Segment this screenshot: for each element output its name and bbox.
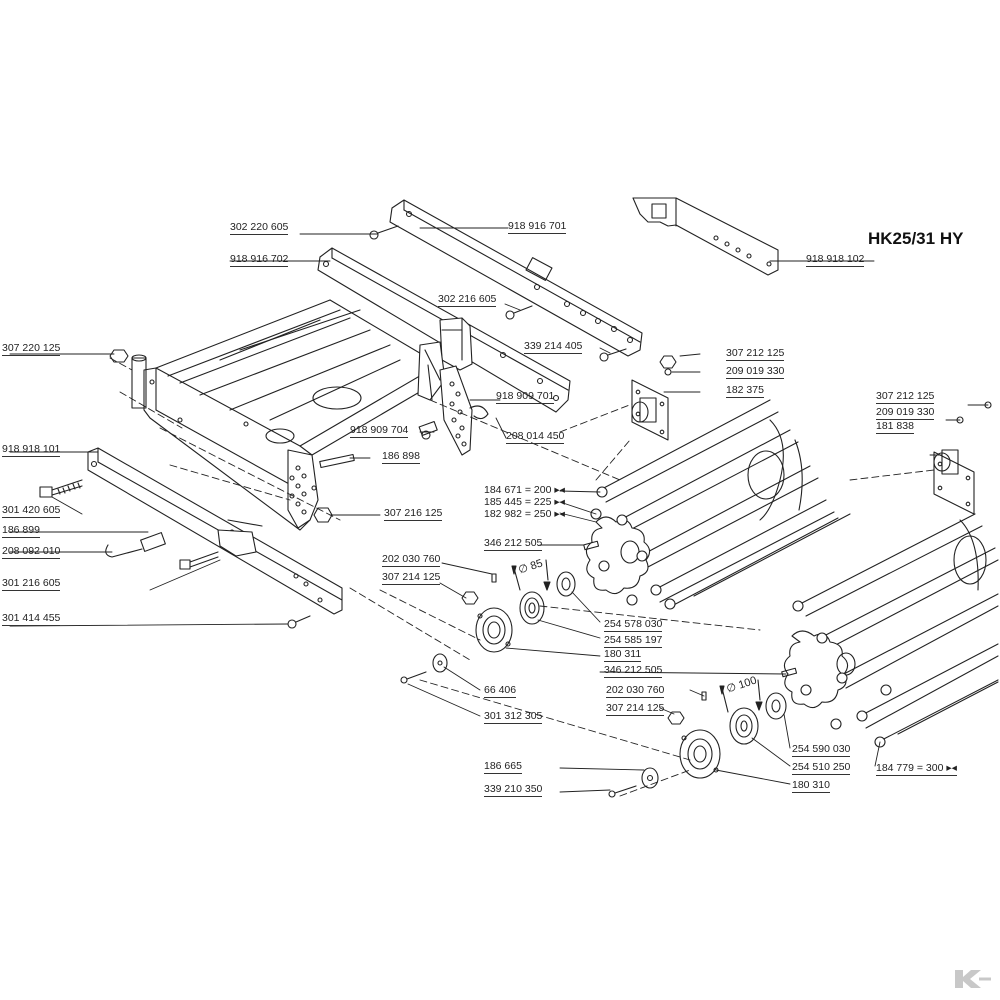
part-label-918916702: 918 916 702 <box>230 253 289 267</box>
pin-918909704 <box>418 420 438 440</box>
washer-254590030 <box>765 692 787 720</box>
part-label-302220605: 302 220 605 <box>230 221 289 235</box>
bearing-flange-180311 <box>475 607 513 653</box>
bearing-plate-181838 <box>933 401 992 515</box>
bolt-301312305 <box>400 671 427 684</box>
part-label-307214125-b: 307 214 125 <box>606 702 665 716</box>
bearing-flange-180310 <box>679 729 721 779</box>
part-label-184671: 184 671 = 200 ▸◂ <box>484 484 565 496</box>
part-label-307212125-b: 307 212 125 <box>876 390 935 404</box>
part-label-209019330-a: 209 019 330 <box>726 365 785 379</box>
part-label-301414455: 301 414 455 <box>2 612 61 626</box>
part-label-918909704: 918 909 704 <box>350 424 409 438</box>
part-label-918918101: 918 918 101 <box>2 443 61 457</box>
part-label-254578030: 254 578 030 <box>604 618 663 632</box>
part-label-254585197: 254 585 197 <box>604 634 663 648</box>
grease-nipple-202030760a <box>491 573 497 583</box>
washer-254578030 <box>556 571 576 597</box>
part-label-339214405: 339 214 405 <box>524 340 583 354</box>
part-label-186665: 186 665 <box>484 760 522 774</box>
part-label-307214125-a: 307 214 125 <box>382 571 441 585</box>
bolt-302220605 <box>369 225 399 240</box>
bolt-339210350 <box>608 785 637 798</box>
nut-307214125b <box>667 711 685 725</box>
linch-pin-208092010 <box>105 544 143 558</box>
part-label-209019330-b: 209 019 330 <box>876 406 935 420</box>
part-label-254590030: 254 590 030 <box>792 743 851 757</box>
part-label-182375: 182 375 <box>726 384 764 398</box>
main-frame <box>131 299 446 531</box>
front-beam-918918101 <box>87 447 343 615</box>
lower-arm-918916702 <box>317 247 571 413</box>
bearing-254585197 <box>519 591 545 625</box>
part-label-185445: 185 445 = 225 ▸◂ <box>484 496 565 508</box>
right-arm-918918102 <box>632 197 779 276</box>
grease-nipple-202030760b <box>701 691 707 701</box>
diameter-marker-100 <box>719 679 763 713</box>
diagram-title: HK25/31 HY <box>868 229 964 248</box>
part-label-307216125: 307 216 125 <box>384 507 443 521</box>
washer-66406 <box>432 653 448 673</box>
part-label-208092010: 208 092 010 <box>2 545 61 559</box>
part-label-918918102: 918 918 102 <box>806 253 865 267</box>
part-label-180311: 180 311 <box>604 648 642 662</box>
part-label-182982: 182 982 = 250 ▸◂ <box>484 508 565 520</box>
part-label-181838: 181 838 <box>876 420 914 434</box>
nut-307214125a <box>461 591 479 605</box>
brand-logo-icon <box>955 970 991 988</box>
assembly-dashed-lines <box>109 357 935 797</box>
bolt-302216605 <box>505 305 533 320</box>
bolt-301420605 <box>39 479 83 498</box>
part-label-307220125: 307 220 125 <box>2 342 61 356</box>
part-label-180310: 180 310 <box>792 779 830 793</box>
part-label-301312305: 301 312 305 <box>484 710 543 724</box>
bolt-346212505a <box>583 540 600 551</box>
washer-186665 <box>641 767 659 789</box>
diameter-marker-85 <box>511 559 551 591</box>
roller-lower <box>783 513 999 748</box>
part-label-202030760-a: 202 030 760 <box>382 553 441 567</box>
pin-186898 <box>319 453 355 469</box>
part-label-186899: 186 899 <box>2 524 40 538</box>
part-label-918909701: 918 909 701 <box>496 390 555 404</box>
part-label-66406: 66 406 <box>484 684 517 698</box>
clip-208014450 <box>469 405 489 420</box>
leader-lines <box>9 227 989 793</box>
bearing-plate-182375 <box>631 355 677 441</box>
part-label-302216605: 302 216 605 <box>438 293 497 307</box>
part-label-208014450: 208 014 450 <box>506 430 565 444</box>
part-label-918916701: 918 916 701 <box>508 220 567 234</box>
part-label-307212125-a: 307 212 125 <box>726 347 785 361</box>
bolt-339214405 <box>599 348 627 362</box>
bearing-254510250 <box>729 707 759 745</box>
upper-arm-918916701 <box>389 199 643 357</box>
roller-upper <box>585 399 851 610</box>
spring-186899 <box>140 532 166 552</box>
part-label-346212505-a: 346 212 505 <box>484 537 543 551</box>
bolt-301216605 <box>179 551 219 570</box>
part-label-254510250: 254 510 250 <box>792 761 851 775</box>
bolt-301414455 <box>287 615 311 629</box>
part-label-186898: 186 898 <box>382 450 420 464</box>
part-label-301216605: 301 216 605 <box>2 577 61 591</box>
part-label-202030760-b: 202 030 760 <box>606 684 665 698</box>
nut-307216125 <box>313 507 333 523</box>
part-label-301420605: 301 420 605 <box>2 504 61 518</box>
part-label-184779: 184 779 = 300 ▸◂ <box>876 762 957 776</box>
part-label-346212505-b: 346 212 505 <box>604 664 663 678</box>
nut-307220125 <box>109 349 129 363</box>
part-label-339210350: 339 210 350 <box>484 783 543 797</box>
